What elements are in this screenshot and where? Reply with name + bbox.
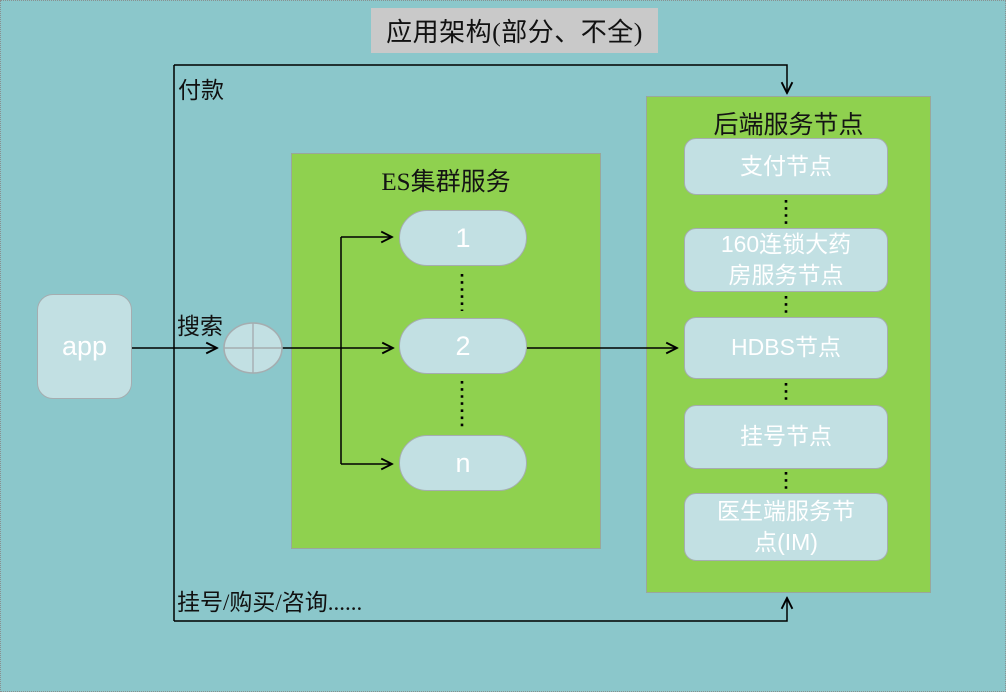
backend-node-pharmacy-label: 160连锁大药房服务节点 [720,230,852,288]
backend-node-hdbs[interactable]: HDBS节点 [684,317,888,379]
es-node-n[interactable]: n [399,435,527,491]
backend-node-registration-label: 挂号节点 [740,423,832,450]
backend-node-payment[interactable]: 支付节点 [684,138,888,195]
junction-circle-icon [223,322,283,374]
app-node[interactable]: app [37,294,132,399]
app-node-label: app [61,331,108,361]
backend-node-doctor-im[interactable]: 医生端服务节点(IM) [684,493,888,561]
es-node-1[interactable]: 1 [399,210,527,266]
backend-node-registration[interactable]: 挂号节点 [684,405,888,469]
connector-payment [174,64,787,93]
backend-node-doctor-im-label: 医生端服务节点(IM) [717,497,855,555]
diagram-title: 应用架构(部分、不全) [371,8,658,53]
es-node-1-label: 1 [455,222,471,253]
flow-label-search[interactable]: 搜索 [177,314,223,339]
backend-node-payment-label: 支付节点 [740,152,832,179]
backend-node-pharmacy[interactable]: 160连锁大药房服务节点 [684,228,888,292]
es-node-2-label: 2 [455,330,471,361]
es-cluster-title: ES集群服务 [381,169,511,196]
backend-node-hdbs-label: HDBS节点 [731,334,841,361]
es-node-n-label: n [455,447,471,478]
es-node-2[interactable]: 2 [399,318,527,374]
flow-label-register[interactable]: 挂号/购买/咨询...... [177,590,363,615]
flow-label-payment[interactable]: 付款 [178,78,224,103]
backend-title: 后端服务节点 [713,112,864,139]
